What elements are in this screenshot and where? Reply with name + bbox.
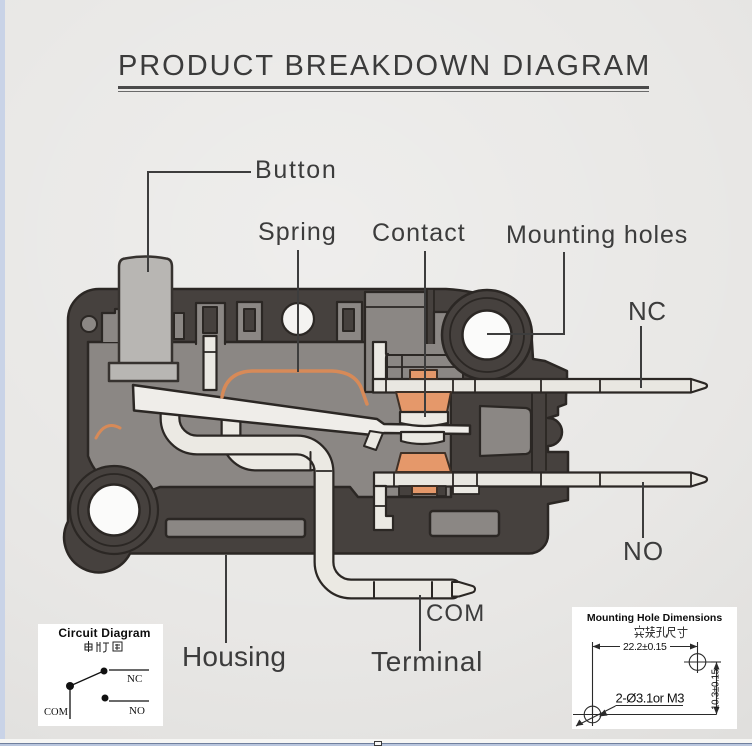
svg-text:2-Ø3.1or M3: 2-Ø3.1or M3: [616, 691, 685, 706]
svg-text:22.2±0.15: 22.2±0.15: [623, 641, 667, 653]
svg-text:10.3±0.15: 10.3±0.15: [711, 668, 722, 710]
svg-text:NC: NC: [127, 673, 142, 685]
svg-text:NO: NO: [129, 705, 145, 717]
svg-text:COM: COM: [44, 707, 69, 718]
